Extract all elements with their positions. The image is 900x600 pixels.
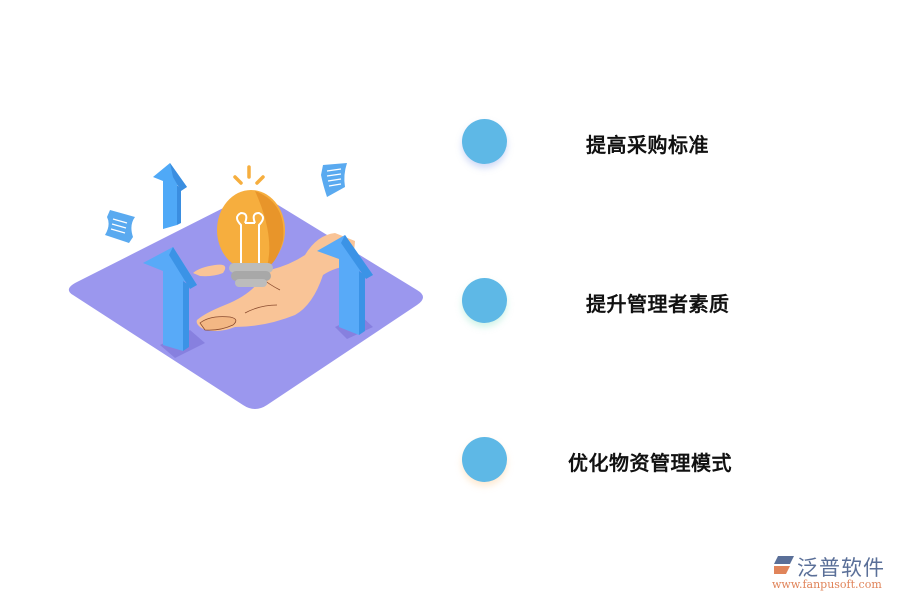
arrow-up-icon xyxy=(143,247,197,351)
hand-lightbulb-illustration xyxy=(55,155,445,420)
logo-mark-icon xyxy=(774,556,794,574)
logo-name: 泛普软件 xyxy=(797,556,885,580)
document-icon xyxy=(105,210,135,243)
brand-logo: 泛普软件 www.fanpusoft.com xyxy=(770,550,895,595)
logo-url: www.fanpusoft.com xyxy=(772,578,882,591)
arrow-up-icon xyxy=(153,163,187,229)
document-icon xyxy=(321,163,347,197)
arrow-up-icon xyxy=(317,235,373,335)
list-item-label: 优化物资管理模式 xyxy=(568,451,732,475)
list-item-label: 提升管理者素质 xyxy=(586,292,730,316)
list-item: 优化物资管理模式 xyxy=(462,437,802,483)
circle-bullet-icon xyxy=(462,119,507,164)
list-item: 提高采购标准 xyxy=(462,119,802,165)
list-item: 提升管理者素质 xyxy=(462,278,802,324)
circle-bullet-icon xyxy=(462,437,507,482)
hand-icon xyxy=(193,233,355,331)
list-item-label: 提高采购标准 xyxy=(586,133,709,157)
lightbulb-icon xyxy=(217,165,285,287)
circle-bullet-icon xyxy=(462,278,507,323)
